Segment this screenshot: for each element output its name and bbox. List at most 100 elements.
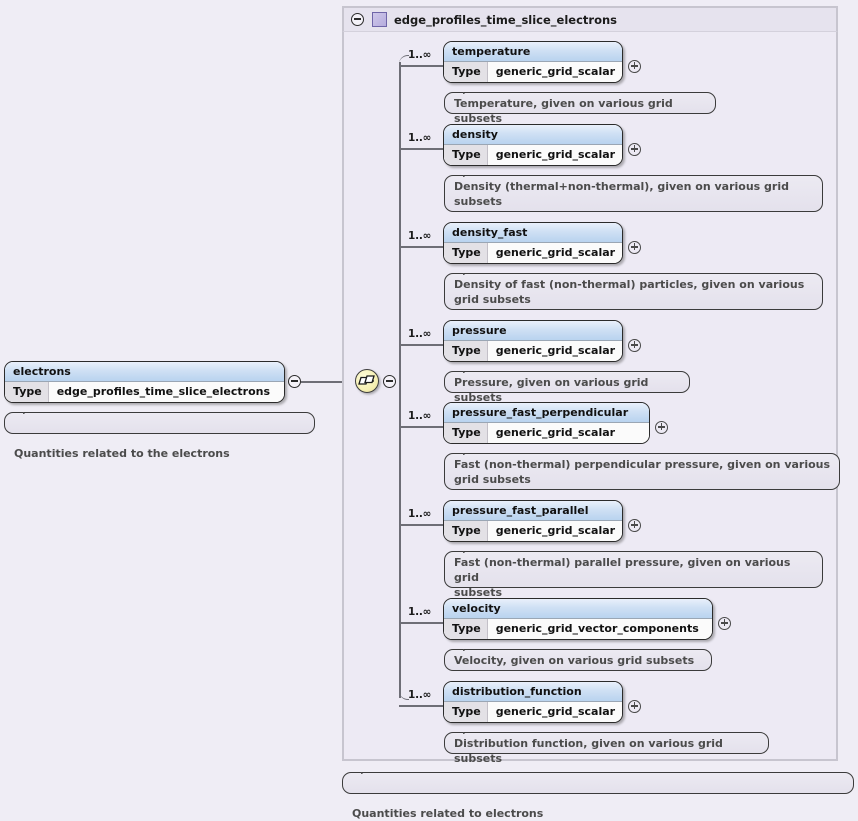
element-annotation-text: Density of fast (non-thermal) particles,… [454, 278, 805, 306]
element-annotation-text: Distribution function, given on various … [454, 737, 723, 765]
element-annotation: Density (thermal+non-thermal), given on … [444, 175, 823, 212]
element-name: pressure_fast_perpendicular [444, 403, 649, 423]
annotation-notch-icon [463, 365, 477, 373]
complextype-square-icon [372, 12, 387, 27]
footer-annotation-text: Quantities related to electrons [352, 807, 544, 820]
element-name: distribution_function [444, 682, 622, 702]
element-expand-toggle[interactable] [628, 241, 641, 254]
element-name: velocity [444, 599, 712, 619]
root-element-type-label: Type [5, 382, 49, 402]
element-annotation: Velocity, given on various grid subsets [444, 649, 712, 671]
connector-branch [399, 344, 443, 346]
annotation-notch-icon [23, 406, 37, 414]
annotation-notch-icon [463, 86, 477, 94]
container-title: edge_profiles_time_slice_electrons [394, 12, 618, 27]
element-type-label: Type [444, 62, 488, 82]
element-type-value: generic_grid_scalar [495, 705, 616, 718]
element-expand-toggle[interactable] [718, 617, 731, 630]
sequence-icon [358, 375, 375, 385]
connector-branch [399, 524, 443, 526]
element-expand-toggle[interactable] [628, 60, 641, 73]
annotation-notch-icon [463, 726, 477, 734]
connector-trunk-top-corner [399, 55, 409, 65]
element-annotation: Temperature, given on various grid subse… [444, 92, 716, 125]
annotation-notch-icon [463, 267, 477, 275]
connector-branch [399, 622, 443, 624]
container-footer-annotation: Quantities related to electrons [342, 772, 854, 820]
element-annotation: Fast (non-thermal) parallel pressure, gi… [444, 551, 823, 599]
element-type-value: generic_grid_scalar [495, 246, 616, 259]
connector-branch [399, 148, 443, 150]
element-annotation: Density of fast (non-thermal) particles,… [444, 273, 823, 310]
element-annotation: Pressure, given on various grid subsets [444, 371, 690, 404]
element-type-value: generic_grid_vector_components [495, 622, 699, 635]
occurrence-label: 1..∞ [408, 410, 432, 422]
element-name: density_fast [444, 223, 622, 243]
root-element-type-row: Type edge_profiles_time_slice_electrons [5, 382, 284, 402]
element-annotation-text: Fast (non-thermal) perpendicular pressur… [454, 458, 831, 486]
element-name: pressure [444, 321, 622, 341]
annotation-notch-icon [463, 169, 477, 177]
connector-branch [399, 246, 443, 248]
element-type-row: Type generic_grid_scalar [444, 341, 622, 361]
root-element-annotation: Quantities related to the electrons [4, 412, 315, 460]
occurrence-label: 1..∞ [408, 132, 432, 144]
connector-branch [399, 65, 443, 67]
element-type-value: generic_grid_scalar [495, 344, 616, 357]
sequence-compositor-node[interactable] [355, 369, 379, 393]
annotation-notch-icon [463, 643, 477, 651]
connector-branch [399, 426, 443, 428]
element-type-label: Type [444, 341, 488, 361]
element-type-value: generic_grid_scalar [495, 65, 616, 78]
element-type-row: Type generic_grid_vector_components [444, 619, 712, 639]
element-annotation-text: Velocity, given on various grid subsets [454, 654, 695, 667]
element-expand-toggle[interactable] [655, 421, 668, 434]
root-collapse-toggle[interactable] [288, 375, 301, 388]
annotation-notch-icon [361, 766, 375, 774]
occurrence-label: 1..∞ [408, 230, 432, 242]
occurrence-label: 1..∞ [408, 606, 432, 618]
element-type-label: Type [444, 619, 488, 639]
element-type-label: Type [444, 423, 488, 443]
root-element-node[interactable]: electrons Type edge_profiles_time_slice_… [4, 361, 285, 403]
annotation-notch-icon [463, 447, 477, 455]
element-annotation-text: Temperature, given on various grid subse… [454, 97, 673, 125]
element-expand-toggle[interactable] [628, 339, 641, 352]
element-type-row: Type generic_grid_scalar [444, 145, 622, 165]
element-annotation-text: Density (thermal+non-thermal), given on … [454, 180, 789, 208]
root-element-name: electrons [5, 362, 284, 382]
element-expand-toggle[interactable] [628, 519, 641, 532]
element-expand-toggle[interactable] [628, 143, 641, 156]
element-type-value: generic_grid_scalar [495, 426, 616, 439]
element-name: pressure_fast_parallel [444, 501, 622, 521]
container-collapse-toggle[interactable] [351, 13, 364, 26]
root-annotation-text: Quantities related to the electrons [14, 447, 230, 460]
element-type-label: Type [444, 243, 488, 263]
element-type-row: Type generic_grid_scalar [444, 243, 622, 263]
complextype-header: edge_profiles_time_slice_electrons [342, 6, 838, 32]
connector-branch [399, 705, 443, 707]
element-type-label: Type [444, 145, 488, 165]
element-expand-toggle[interactable] [628, 700, 641, 713]
element-type-label: Type [444, 521, 488, 541]
element-annotation: Fast (non-thermal) perpendicular pressur… [444, 453, 840, 490]
sequence-collapse-toggle[interactable] [383, 375, 396, 388]
element-name: density [444, 125, 622, 145]
occurrence-label: 1..∞ [408, 328, 432, 340]
element-annotation: Distribution function, given on various … [444, 732, 769, 765]
annotation-notch-icon [463, 545, 477, 553]
root-element-type-value: edge_profiles_time_slice_electrons [56, 385, 271, 398]
element-type-value: generic_grid_scalar [495, 148, 616, 161]
element-annotation-text: Fast (non-thermal) parallel pressure, gi… [454, 556, 791, 599]
element-type-row: Type generic_grid_scalar [444, 423, 649, 443]
